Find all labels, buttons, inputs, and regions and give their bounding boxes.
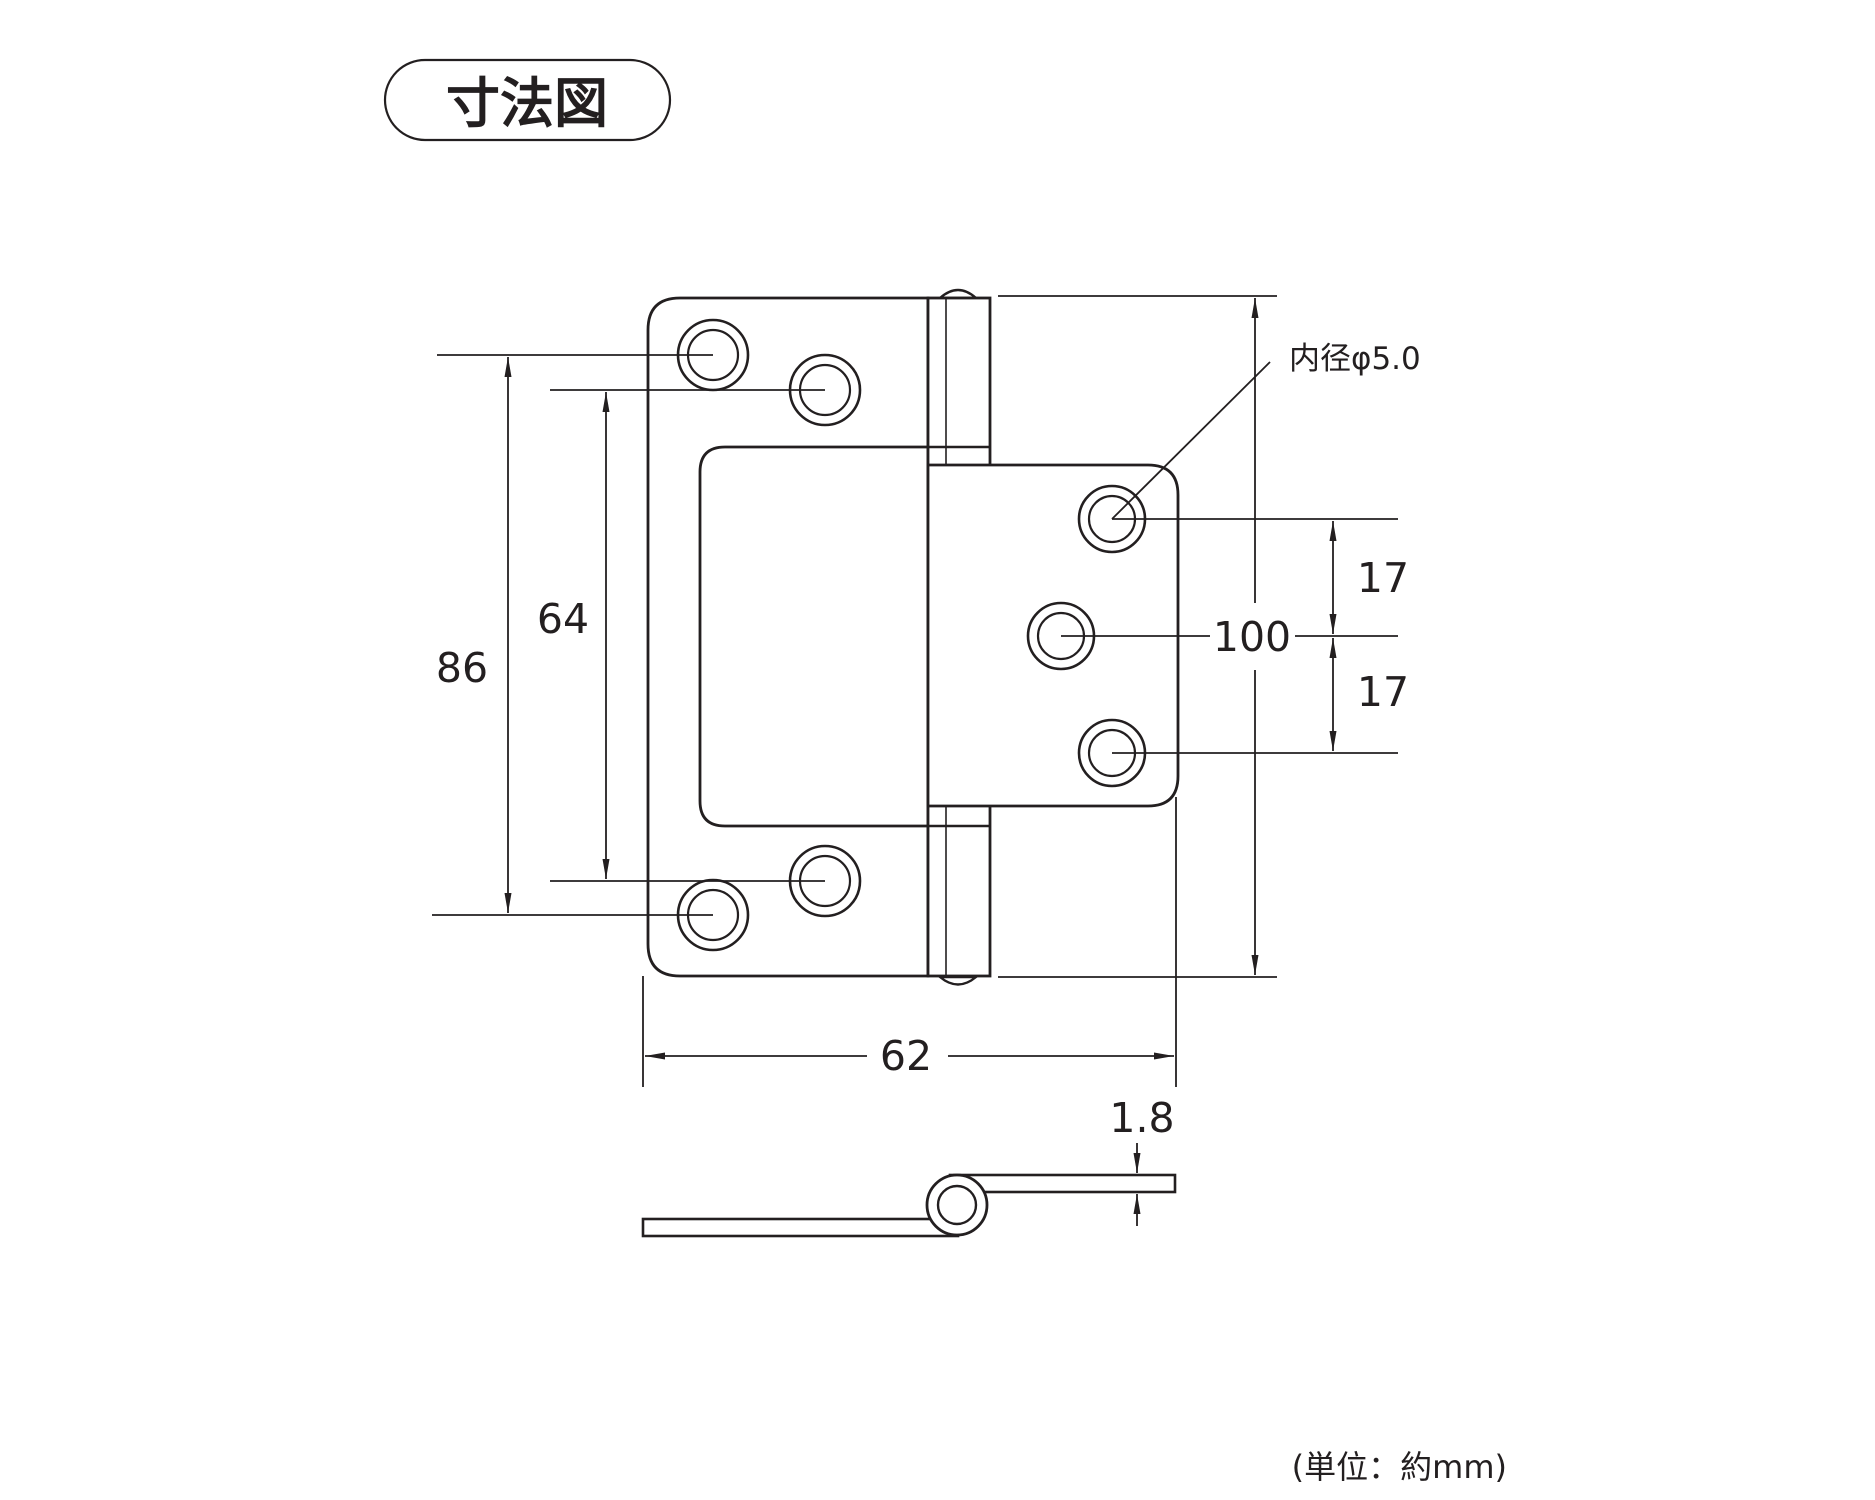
dimension-label-thickness: 1.8 (1109, 1094, 1174, 1142)
dimension-label-64-visible: 64 (537, 595, 589, 643)
page-title: 寸法図 (446, 72, 608, 135)
dimension-label-100: 100 (1213, 613, 1291, 661)
hole-diameter-callout: 内径φ5.0 (1289, 341, 1421, 377)
dimension-label-17-upper: 17 (1357, 554, 1409, 602)
side-profile (641, 1173, 1177, 1238)
left-leaf (646, 296, 930, 978)
dimension-label-17-lower: 17 (1357, 668, 1409, 716)
unit-note: (単位：約mm) (1292, 1448, 1507, 1486)
dimension-label-62: 62 (880, 1032, 932, 1080)
title-badge: 寸法図 (383, 58, 672, 142)
dimension-label-86: 86 (436, 644, 488, 692)
dimension-lines (504, 298, 1337, 1226)
extension-lines (432, 295, 1398, 1087)
